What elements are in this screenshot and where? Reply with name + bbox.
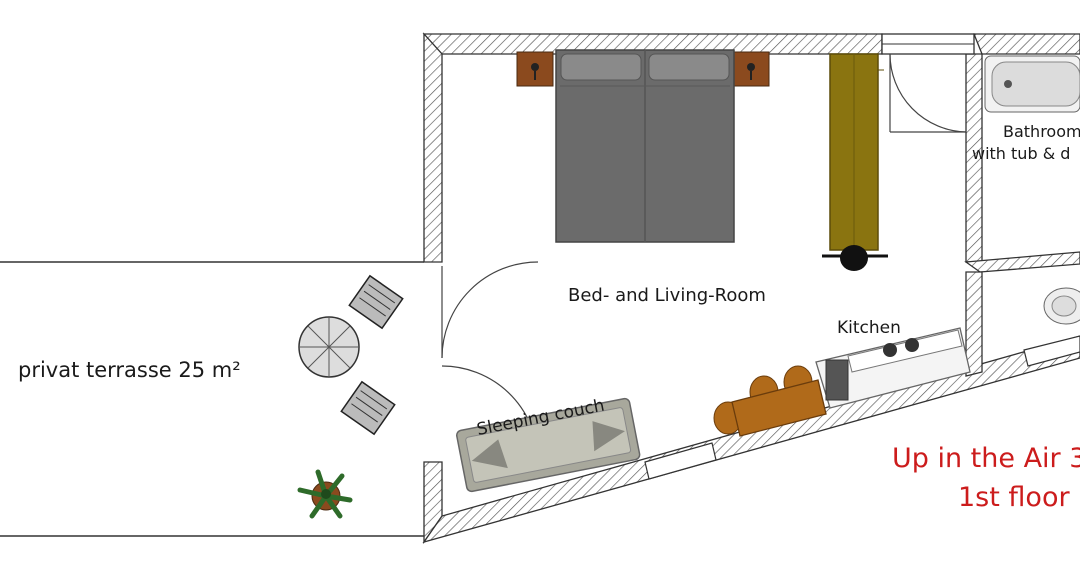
bathroom-door	[889, 53, 967, 133]
top-window	[881, 33, 975, 55]
bathtub	[984, 55, 1080, 113]
walls	[422, 32, 1080, 545]
sleeping-couch	[456, 397, 641, 493]
terrace-chair-bottom	[340, 380, 396, 436]
bottom-windows	[644, 335, 1080, 480]
terrace-chair-top	[348, 274, 404, 330]
nightstand-right	[732, 51, 770, 87]
kitchen-counter	[815, 327, 971, 409]
terrace-table	[298, 316, 360, 378]
plant-icon	[297, 469, 353, 519]
bathroom-sublabel: with tub & d	[972, 144, 1071, 163]
kitchen-label: Kitchen	[837, 318, 901, 338]
plan-title: Up in the Air 3	[892, 443, 1080, 474]
terrace-outline	[0, 261, 424, 537]
plan-floor: 1st floor	[958, 482, 1070, 513]
nightstand-left	[516, 51, 554, 87]
bathroom-label: Bathroom	[1003, 122, 1080, 141]
dining-table	[713, 365, 827, 437]
wardrobe	[822, 53, 888, 271]
terrace-label: privat terrasse 25 m²	[18, 358, 241, 382]
double-bed	[555, 49, 735, 243]
toilet	[1043, 287, 1080, 325]
room-label: Bed- and Living-Room	[568, 285, 766, 306]
